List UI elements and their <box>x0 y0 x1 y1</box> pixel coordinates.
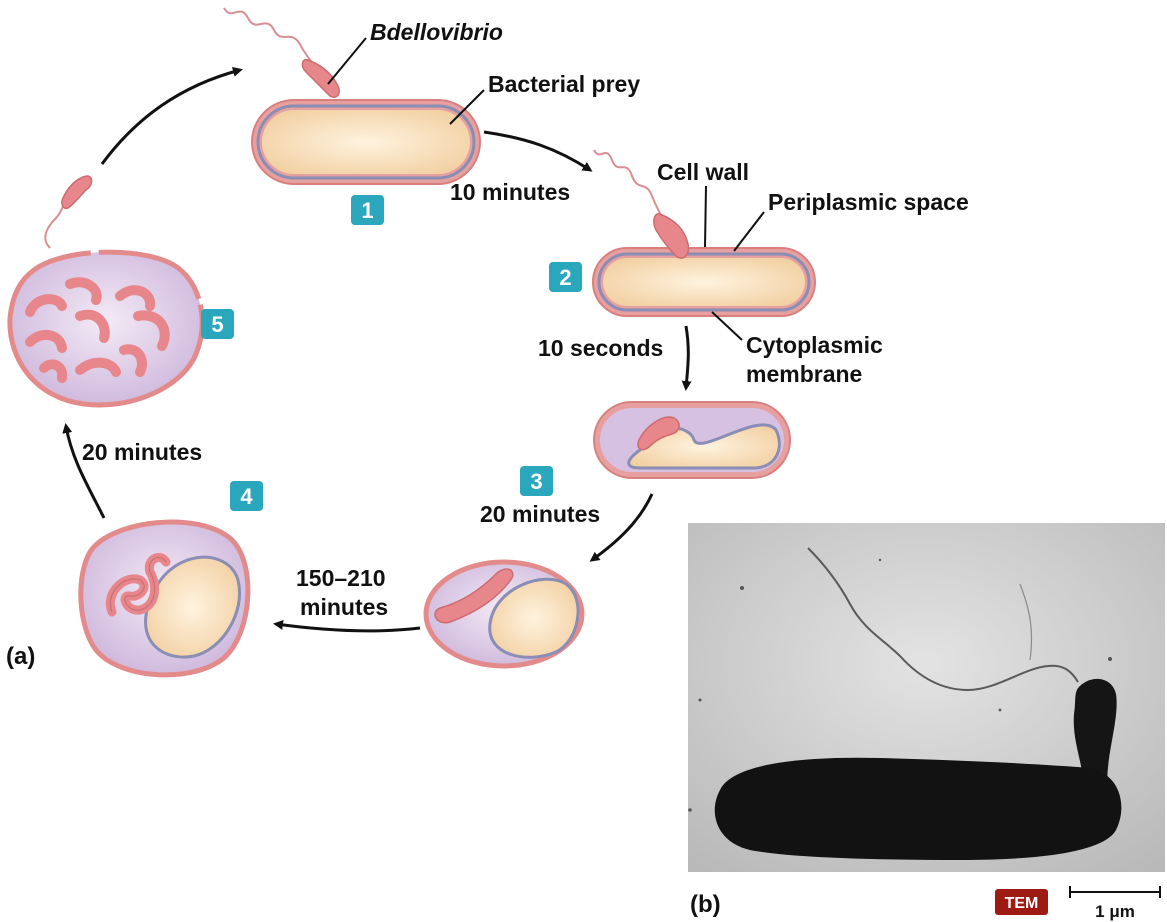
panel-label-a: (a) <box>6 643 35 670</box>
scale-bar-label: 1 μm <box>1095 902 1135 921</box>
step-number-5: 5 <box>211 312 223 337</box>
stage-1-prey-cell <box>251 99 481 185</box>
tem-micrograph <box>688 523 1165 872</box>
label-bdellovibrio: Bdellovibrio <box>370 19 503 45</box>
stage-4-bdelloplast <box>423 559 585 669</box>
stage-5-bdelloplast <box>78 519 251 678</box>
label-time-10-minutes: 10 minutes <box>450 179 570 205</box>
micrograph-flagellum <box>807 547 1079 692</box>
stage-3-bdellovibrio <box>637 416 680 451</box>
stage-3-prey-cell <box>593 401 791 479</box>
leader-line-bdellovibrio <box>327 37 367 85</box>
stage-1-bdellovibrio <box>223 7 341 98</box>
tem-badge: TEM <box>995 889 1048 915</box>
released-bdellovibrio <box>44 175 93 249</box>
step-number-1: 1 <box>361 198 373 223</box>
tem-badge-text: TEM <box>1005 895 1039 912</box>
arrow-stage5-to-release <box>62 423 106 519</box>
scale-bar: 1 μm <box>1069 886 1161 921</box>
micrograph-prey-cell <box>714 757 1122 860</box>
leader-line-periplasmic-space <box>733 211 765 252</box>
label-time-10-seconds: 10 seconds <box>538 335 663 361</box>
panel-label-b: (b) <box>690 891 721 918</box>
label-time-150-210-line2: minutes <box>300 594 388 620</box>
leader-line-bacterial-prey <box>449 89 485 125</box>
arrow-stage3-to-stage4 <box>589 493 654 562</box>
stage-2-bdellovibrio <box>593 149 690 259</box>
label-cytoplasmic-membrane-line1: Cytoplasmic <box>746 332 883 358</box>
arrow-stage2-to-stage3 <box>681 325 692 391</box>
label-periplasmic-space: Periplasmic space <box>768 189 969 215</box>
label-time-20-minutes-b: 20 minutes <box>82 439 202 465</box>
lysing-bdelloplast <box>7 249 205 408</box>
step-number-2: 2 <box>559 265 571 290</box>
arrow-stage1-to-stage2 <box>483 130 593 172</box>
step-number-3: 3 <box>530 469 542 494</box>
label-bacterial-prey: Bacterial prey <box>488 71 640 97</box>
step-badge-4: 4 <box>230 481 263 511</box>
label-time-20-minutes-a: 20 minutes <box>480 501 600 527</box>
arrow-stage4-to-stage5 <box>273 619 421 633</box>
step-badge-1: 1 <box>351 195 384 225</box>
step-number-4: 4 <box>240 484 253 509</box>
step-badge-5: 5 <box>201 309 234 339</box>
micrograph-flagellum-2 <box>1019 583 1033 661</box>
leader-line-cytoplasmic-membrane <box>711 311 743 341</box>
label-time-150-210-line1: 150–210 <box>296 565 386 591</box>
stage-2-prey-cell <box>592 247 816 317</box>
label-cell-wall: Cell wall <box>657 159 749 185</box>
step-badge-2: 2 <box>549 262 582 292</box>
step-badge-3: 3 <box>520 466 553 496</box>
leader-line-cell-wall <box>704 185 707 248</box>
arrow-release-to-stage1 <box>100 66 243 165</box>
micrograph-bdellovibrio <box>1073 678 1117 790</box>
label-cytoplasmic-membrane-line2: membrane <box>746 361 862 387</box>
